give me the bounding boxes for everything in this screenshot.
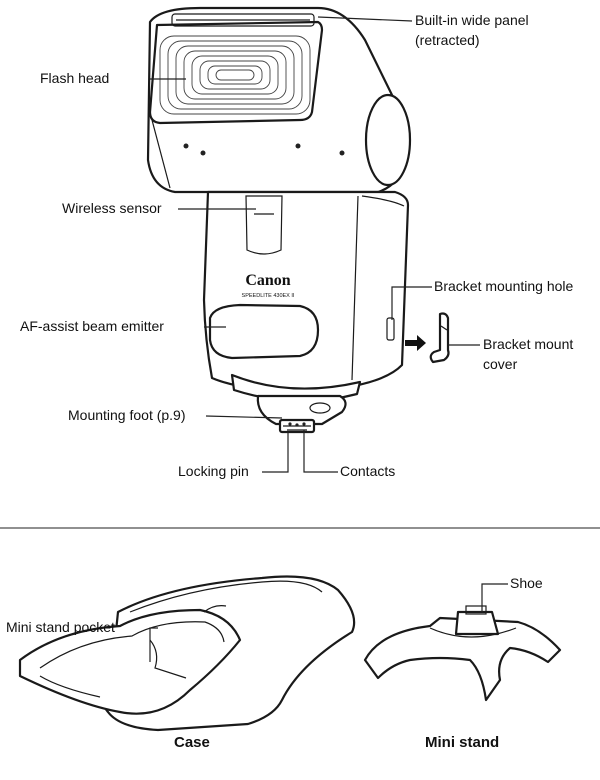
flash-body-drawing: Canon SPEEDLITE 430EX II [202, 190, 410, 403]
flash-head-drawing [146, 6, 412, 194]
label-wireless-sensor: Wireless sensor [62, 200, 162, 216]
label-mini-stand-pocket: Mini stand pocket [6, 619, 115, 635]
label-flash-head: Flash head [40, 70, 110, 86]
mounting-foot-drawing [256, 394, 347, 434]
label-retracted: (retracted) [415, 32, 480, 48]
label-cover: cover [483, 356, 518, 372]
leader-lines [150, 16, 480, 473]
brand-logo: Canon [245, 272, 290, 289]
label-contacts: Contacts [340, 463, 396, 479]
label-shoe: Shoe [510, 575, 543, 591]
label-bracket-mounting-hole: Bracket mounting hole [434, 278, 574, 294]
case-drawing [18, 575, 356, 732]
caption-case: Case [174, 734, 210, 751]
mini-stand-drawing [363, 605, 562, 702]
model-name: SPEEDLITE 430EX II [242, 293, 295, 299]
bracket-cover-drawing [405, 312, 450, 364]
label-af-assist-beam-emitter: AF-assist beam emitter [20, 318, 164, 334]
label-bracket-mount: Bracket mount [483, 336, 574, 352]
label-built-in-wide-panel: Built-in wide panel [415, 12, 529, 28]
label-mounting-foot: Mounting foot (p.9) [68, 407, 186, 423]
fresnel-lens [159, 35, 311, 115]
caption-mini-stand: Mini stand [425, 734, 500, 751]
label-locking-pin: Locking pin [178, 463, 249, 479]
